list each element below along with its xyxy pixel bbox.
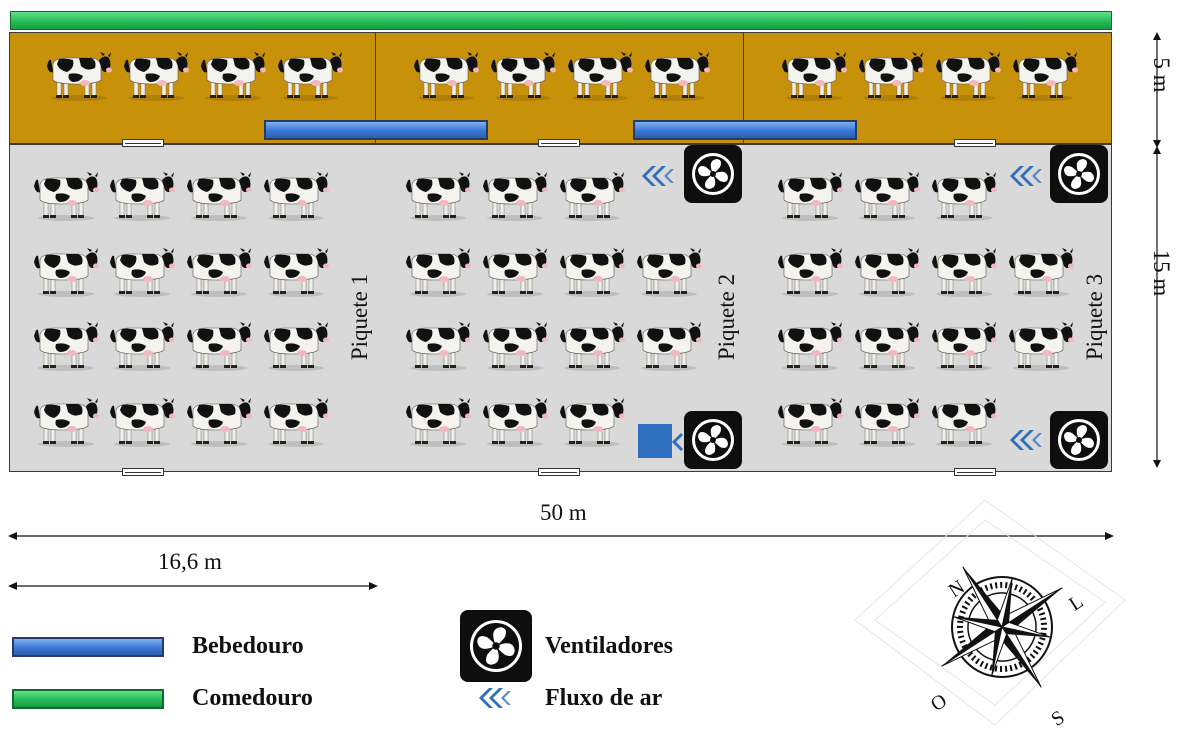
cow-icon — [853, 392, 921, 448]
total-width-label: 50 m — [540, 500, 587, 525]
cow-icon — [45, 46, 113, 102]
cow-icon — [776, 316, 844, 372]
cow-icon — [1011, 46, 1079, 102]
cow-icon — [122, 46, 190, 102]
airflow-arrows-icon — [1008, 428, 1048, 452]
cow-icon — [32, 392, 100, 448]
gate — [538, 468, 580, 476]
gate — [538, 139, 580, 147]
legend-fan-icon — [460, 610, 532, 682]
airflow-arrow-small-icon — [671, 432, 684, 452]
paddock-width-label: 16,6 m — [158, 549, 222, 574]
cow-icon — [558, 392, 626, 448]
cow-icon — [489, 46, 557, 102]
cow-icon — [108, 166, 176, 222]
cow-icon — [185, 166, 253, 222]
cow-icon — [481, 166, 549, 222]
fan-icon — [684, 411, 742, 469]
compass-east: L — [1065, 590, 1087, 615]
compass-rose: N L S O — [854, 499, 1126, 730]
cow-icon — [32, 242, 100, 298]
cow-icon — [930, 166, 998, 222]
paddock-depth-label: 15 m — [1149, 249, 1174, 297]
cow-icon — [185, 316, 253, 372]
cow-icon — [934, 46, 1002, 102]
vertical-dimension-arrows — [1153, 32, 1161, 468]
cow-icon — [776, 242, 844, 298]
cow-icon — [930, 392, 998, 448]
cow-icon — [108, 242, 176, 298]
cow-icon — [853, 242, 921, 298]
cow-icon — [481, 316, 549, 372]
cow-icon — [1007, 242, 1075, 298]
cow-icon — [558, 316, 626, 372]
cow-icon — [185, 242, 253, 298]
airflow-arrows-icon — [640, 164, 680, 188]
paddock-width-arrow — [8, 582, 378, 590]
cow-icon — [635, 242, 703, 298]
cow-icon — [643, 46, 711, 102]
cow-icon — [185, 392, 253, 448]
legend-label-bebedouro: Bebedouro — [192, 633, 304, 659]
cow-icon — [262, 316, 330, 372]
cow-icon — [1007, 316, 1075, 372]
cow-icon — [930, 242, 998, 298]
legend-label-comedouro: Comedouro — [192, 685, 313, 711]
cow-icon — [857, 46, 925, 102]
cow-icon — [776, 392, 844, 448]
paddock-label-3: Piquete 3 — [1082, 273, 1107, 361]
legend-label-fluxo-de-ar: Fluxo de ar — [545, 685, 663, 711]
legend-label-ventiladores: Ventiladores — [545, 633, 674, 659]
compass-north: N — [945, 576, 969, 602]
cow-icon — [481, 392, 549, 448]
cow-icon — [262, 242, 330, 298]
cow-icon — [635, 316, 703, 372]
gate — [954, 468, 996, 476]
cow-icon — [276, 46, 344, 102]
compass-west: O — [927, 690, 951, 716]
gate — [122, 139, 164, 147]
fan-icon — [1050, 411, 1108, 469]
paddock-label-2: Piquete 2 — [714, 273, 739, 361]
feeding-area — [9, 32, 1112, 144]
cow-icon — [776, 166, 844, 222]
fan-icon — [684, 145, 742, 203]
cow-icon — [412, 46, 480, 102]
gate — [122, 468, 164, 476]
cow-icon — [930, 316, 998, 372]
compass-south: S — [1047, 706, 1068, 730]
cow-icon — [108, 392, 176, 448]
cow-icon — [558, 166, 626, 222]
legend-airflow-icon — [477, 686, 517, 710]
cow-icon — [404, 392, 472, 448]
gate — [954, 139, 996, 147]
blue-square-marker — [638, 424, 672, 458]
cow-icon — [108, 316, 176, 372]
airflow-arrows-icon — [1008, 164, 1048, 188]
water-trough-1 — [264, 120, 488, 140]
cow-icon — [853, 166, 921, 222]
water-trough-2 — [633, 120, 857, 140]
cow-icon — [262, 166, 330, 222]
cow-icon — [404, 242, 472, 298]
cow-icon — [199, 46, 267, 102]
cow-icon — [558, 242, 626, 298]
cow-icon — [404, 316, 472, 372]
fan-icon — [1050, 145, 1108, 203]
cow-icon — [566, 46, 634, 102]
cow-icon — [32, 316, 100, 372]
cow-icon — [262, 392, 330, 448]
feed-area-depth-label: 5 m — [1149, 57, 1174, 93]
paddock-label-1: Piquete 1 — [347, 273, 372, 361]
feeder-comedouro — [10, 11, 1112, 30]
cow-icon — [853, 316, 921, 372]
legend-swatch-bebedouro — [12, 637, 164, 657]
cow-icon — [481, 242, 549, 298]
cow-icon — [404, 166, 472, 222]
cow-icon — [32, 166, 100, 222]
cow-icon — [780, 46, 848, 102]
legend-swatch-comedouro — [12, 689, 164, 709]
total-width-arrow — [8, 532, 1114, 540]
